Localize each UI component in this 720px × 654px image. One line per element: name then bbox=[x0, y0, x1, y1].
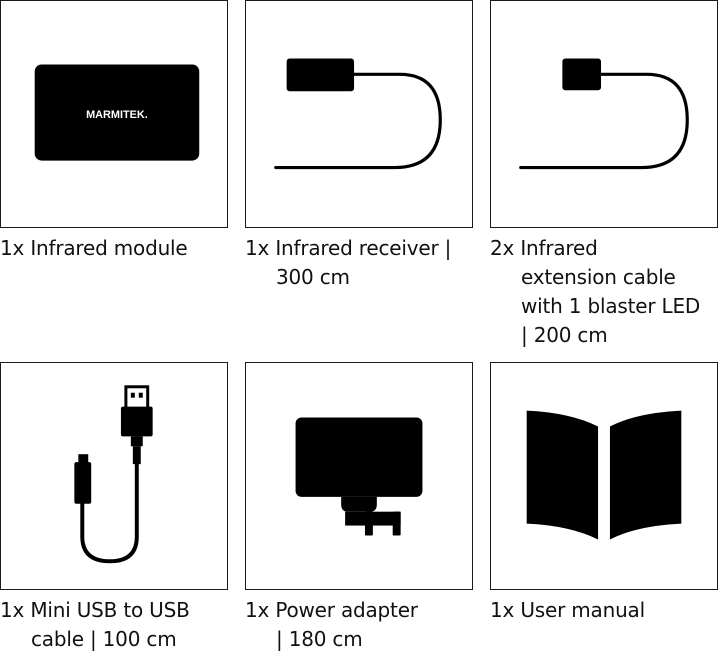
infrared-receiver-icon bbox=[274, 58, 442, 170]
item-card-infrared-extension-cable bbox=[490, 0, 718, 228]
caption-line: 1x Power adapter bbox=[245, 598, 418, 622]
caption-infrared-module: 1x Infrared module bbox=[0, 234, 228, 263]
caption-line: extension cable bbox=[521, 265, 676, 289]
power-adapter-icon bbox=[295, 417, 423, 536]
item-card-infrared-receiver bbox=[245, 0, 473, 228]
caption-line: 1x Mini USB to USB bbox=[0, 598, 190, 622]
item-card-power-adapter bbox=[245, 362, 473, 590]
caption-user-manual: 1x User manual bbox=[490, 596, 718, 625]
caption-infrared-extension-cable: 2x Infrared extension cable with 1 blast… bbox=[490, 234, 718, 350]
caption-infrared-receiver: 1x Infrared receiver | 300 cm bbox=[245, 234, 473, 292]
caption-line: | 200 cm bbox=[521, 323, 608, 347]
user-manual-icon bbox=[526, 410, 682, 540]
marmitek-logo: MARMITEK. bbox=[86, 109, 148, 121]
caption-line: 1x User manual bbox=[490, 598, 645, 622]
caption-line: 1x Infrared receiver | bbox=[245, 236, 452, 260]
item-card-mini-usb-cable bbox=[0, 362, 228, 590]
caption-line: 2x Infrared bbox=[490, 236, 598, 260]
caption-power-adapter: 1x Power adapter | 180 cm bbox=[245, 596, 473, 654]
caption-line: 1x Infrared module bbox=[0, 236, 188, 260]
caption-line: 300 cm bbox=[276, 265, 350, 289]
caption-line: cable | 100 cm bbox=[31, 627, 177, 651]
infrared-module-icon: MARMITEK. bbox=[34, 64, 200, 161]
item-card-user-manual bbox=[490, 362, 718, 590]
mini-usb-cable-icon bbox=[74, 385, 153, 564]
infrared-extension-cable-icon bbox=[519, 58, 689, 170]
caption-mini-usb-cable: 1x Mini USB to USB cable | 100 cm bbox=[0, 596, 228, 654]
item-card-infrared-module: MARMITEK. bbox=[0, 0, 228, 228]
caption-line: | 180 cm bbox=[276, 627, 363, 651]
caption-line: with 1 blaster LED bbox=[521, 294, 701, 318]
